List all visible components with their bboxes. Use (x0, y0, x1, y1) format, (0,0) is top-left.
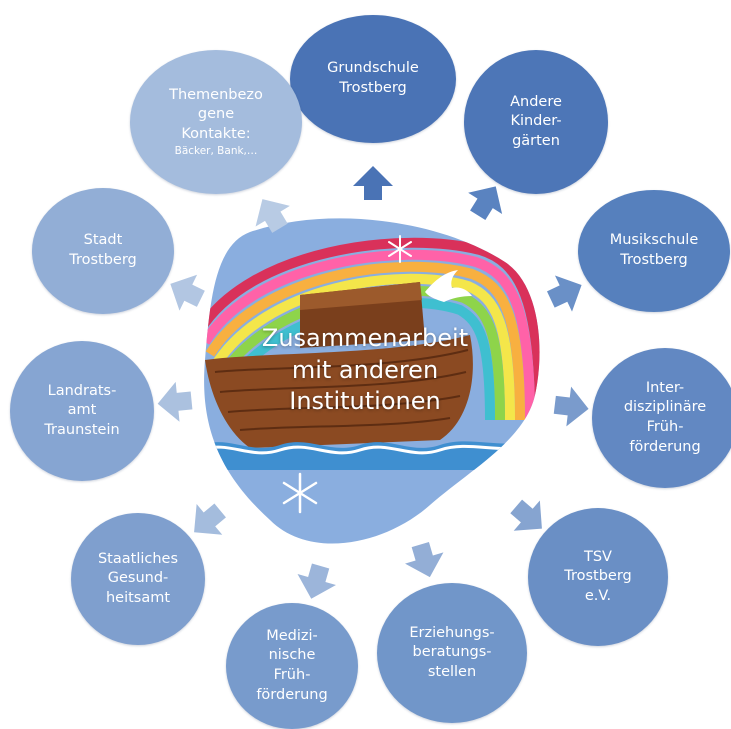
arrow-icon (297, 563, 336, 599)
node-label-line: gärten (512, 132, 560, 149)
node-label-line: förderung (256, 686, 328, 703)
node-label-line: Trostberg (69, 252, 137, 268)
node-label-line: Grundschule (327, 60, 419, 77)
arrow-icon (170, 274, 205, 311)
water-wave-icon (204, 440, 540, 470)
node-label-line: Trostberg (564, 568, 632, 585)
arrow-icon (405, 542, 444, 578)
node-label-line: Themenbezo (169, 86, 263, 103)
node-label-line: Landrats- (47, 382, 117, 399)
arrow-icon (194, 503, 226, 535)
arrow-icon (553, 386, 589, 427)
arrow-icon (255, 199, 290, 233)
arrow-icon (510, 499, 542, 531)
node-label-line: gene (197, 106, 235, 123)
node-label-line: Staatliches (97, 550, 179, 567)
node-label-line: disziplinäre (623, 399, 707, 416)
node-label-line: Medizi- (266, 627, 318, 644)
arrow-icon (157, 381, 193, 422)
node-label-line: Trostberg (620, 252, 688, 268)
node-label-line: amt (67, 402, 97, 419)
node-label-line: TSV (584, 548, 612, 565)
node-label-line: beratungs- (412, 644, 492, 661)
node-label-line: nische (268, 647, 316, 664)
node-label-line: Musikschule (609, 232, 699, 249)
node-label-line: e.V. (584, 587, 612, 604)
arrow-icon (468, 186, 503, 221)
center-title-line: Zusammenarbeit (261, 324, 469, 352)
node-label-line: Stadt (83, 232, 123, 249)
node-label-line: Kontakte: (181, 125, 251, 142)
node-label-line: stellen (427, 663, 477, 680)
node-tsv: TSV Trostberg e.V. (528, 508, 668, 646)
center-title: Zusammenarbeit mit anderen Institutionen (215, 323, 515, 418)
node-label-line: Bäcker, Bank,… (174, 145, 258, 158)
center-title-line: mit anderen (291, 355, 439, 384)
dove-icon (425, 270, 472, 302)
node-label-line: Inter- (645, 379, 685, 396)
center-title-line: Institutionen (289, 387, 441, 416)
snowflake-icon (388, 235, 412, 263)
node-label-line: heitsamt (105, 589, 171, 606)
node-label-line: Andere (510, 93, 562, 110)
node-label-line: Erziehungs- (409, 624, 495, 641)
node-label-line: Traunstein (44, 421, 120, 438)
node-label-line: Trostberg (339, 80, 407, 96)
ark-icon (205, 282, 473, 448)
arrow-icon (546, 275, 582, 312)
node-label-line: Früh- (273, 667, 311, 683)
node-label-line: Kinder- (510, 113, 562, 130)
snowflake-icon (282, 472, 318, 514)
node-label-line: Früh- (646, 419, 684, 435)
node-erziehungsberatung: Erziehungs-beratungs-stellen (377, 583, 527, 723)
node-label-line: Gesund- (107, 570, 169, 587)
arrow-icon (353, 166, 393, 200)
node-label-line: förderung (629, 438, 701, 455)
